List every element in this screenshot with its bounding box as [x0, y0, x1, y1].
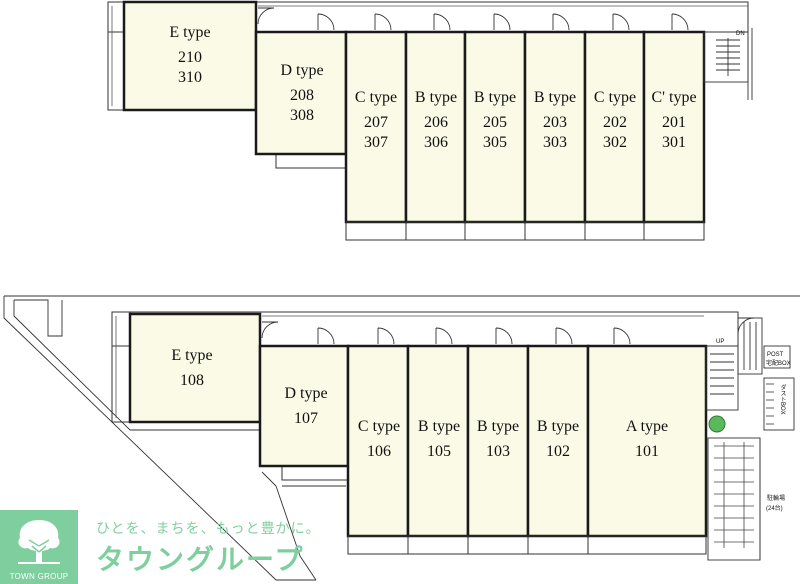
room-number: 205: [483, 114, 507, 131]
ground-door-swings: [261, 317, 755, 345]
room-number: 305: [483, 134, 507, 151]
room-number: 302: [603, 134, 627, 151]
site-boundary-inner: [13, 299, 131, 431]
upper-stair: [703, 28, 753, 100]
unit-ground-e: [128, 312, 262, 424]
room-number: 202: [603, 114, 627, 131]
room-number: 307: [364, 134, 388, 151]
unit-upper-c2: [583, 30, 646, 224]
room-number: 210: [178, 49, 202, 66]
unit-type-label: D type: [284, 385, 327, 402]
tree-icon: [708, 415, 726, 433]
unit-type-label: B type: [537, 418, 579, 435]
unit-type-label: E type: [169, 24, 210, 41]
town-group-logo: TOWN GROUP: [0, 510, 78, 584]
unit-type-label: B type: [534, 89, 576, 106]
room-number: 201: [662, 114, 686, 131]
ground-balcony-left: [111, 311, 131, 423]
brand-name: タウングループ: [96, 543, 305, 576]
upper-door-swings: [257, 7, 689, 31]
ground-stair: [705, 317, 763, 411]
post-box: [763, 345, 791, 369]
room-number: 308: [290, 107, 314, 124]
ground-balcony-bottom: [347, 535, 707, 555]
ground-unit-labels: E type 108 D type 107 C type 106 B type …: [171, 347, 668, 460]
unit-ground-a: [586, 344, 708, 538]
room-number: 208: [290, 87, 314, 104]
ground-balcony-d: [281, 465, 349, 481]
unit-ground-c: [346, 344, 410, 538]
bike-parking-label: 駐輪場: [767, 494, 785, 502]
bike-rack-icon: [714, 442, 754, 548]
unit-type-label: B type: [477, 418, 519, 435]
room-number: 107: [294, 410, 318, 427]
bike-parking-capacity: (24台): [766, 504, 783, 512]
unit-upper-b2: [463, 30, 527, 224]
delivery-box-label: 宅配BOX: [766, 359, 791, 367]
upper-stair-label: DN: [736, 31, 745, 37]
unit-type-label: B type: [418, 418, 460, 435]
unit-type-label: E type: [171, 347, 212, 364]
logo-text: TOWN GROUP: [9, 572, 69, 581]
dust-box-label: ダストBOX: [779, 383, 786, 414]
unit-ground-b3: [526, 344, 590, 538]
room-number: 106: [367, 443, 391, 460]
unit-type-label: A type: [626, 418, 668, 435]
site-boundary: [3, 295, 800, 581]
post-label: POST: [767, 352, 784, 358]
room-number: 203: [543, 114, 567, 131]
upper-floor-plan: DN: [107, 0, 753, 241]
unit-upper-b3: [523, 30, 587, 224]
room-number: 207: [364, 114, 388, 131]
unit-type-label: C type: [355, 89, 397, 106]
unit-upper-c3: [642, 30, 706, 224]
unit-type-label: B type: [474, 89, 516, 106]
unit-type-label: C type: [594, 89, 636, 106]
unit-type-label: C type: [358, 418, 400, 435]
room-number: 206: [424, 114, 448, 131]
upper-balcony-left: [107, 1, 125, 111]
unit-ground-b1: [406, 344, 470, 538]
tagline: ひとを、まちを、もっと豊かに。: [96, 521, 321, 537]
unit-type-label: B type: [415, 89, 457, 106]
dust-box-rack: [766, 383, 774, 425]
unit-type-label: D type: [280, 62, 323, 79]
room-number: 306: [424, 134, 448, 151]
ground-floor-plan: UP POST 宅配BOX ダストBOX 駐輪場 (24台): [3, 295, 800, 581]
room-number: 301: [662, 134, 686, 151]
dust-box: [763, 377, 795, 431]
room-number: 103: [486, 443, 510, 460]
room-number: 303: [543, 134, 567, 151]
room-number: 108: [180, 372, 204, 389]
room-number: 105: [427, 443, 451, 460]
upper-unit-labels: E type 210 310 D type 208 308 C type 207…: [169, 24, 696, 151]
room-number: 310: [178, 69, 202, 86]
room-number: 102: [546, 443, 570, 460]
ground-stair-label: UP: [716, 339, 724, 345]
unit-type-label: C' type: [651, 89, 696, 106]
upper-balcony-d: [275, 153, 347, 169]
unit-upper-e: [122, 0, 258, 112]
site-setback: [275, 485, 301, 557]
room-number: 101: [635, 443, 659, 460]
tree-logo-icon: [18, 520, 60, 564]
unit-ground-d: [258, 344, 350, 468]
unit-ground-b2: [466, 344, 530, 538]
